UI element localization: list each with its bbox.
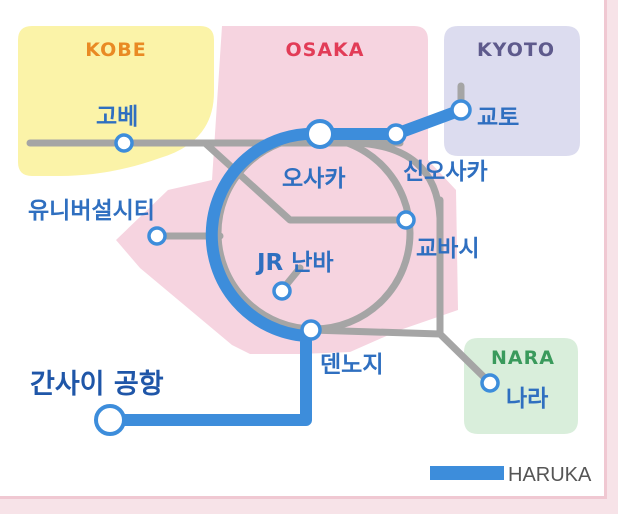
kobe-station-marker[interactable] — [114, 133, 134, 153]
shin-osaka-station-label: 신오사카 — [403, 159, 488, 185]
rail-route-map: KOBE OSAKA KYOTO NARA 고베 오사카 신오사카 교토 유니버… — [18, 26, 592, 486]
universal-city-station-marker[interactable] — [147, 226, 167, 246]
map-frame: KOBE OSAKA KYOTO NARA 고베 오사카 신오사카 교토 유니버… — [0, 0, 607, 499]
tennoji-connector — [307, 326, 444, 338]
jr-namba-station-marker[interactable] — [272, 281, 292, 301]
nara-region — [464, 338, 578, 434]
haruka-legend-swatch — [430, 466, 504, 480]
nara-station-marker[interactable] — [480, 373, 500, 393]
kansai-airport-station-marker[interactable] — [94, 404, 126, 436]
jr-namba-station-label: JR 난바 — [255, 250, 334, 276]
kyoto-station-label: 교토 — [477, 105, 519, 131]
osaka-region — [116, 26, 458, 354]
kobe-station-label: 고베 — [96, 104, 138, 130]
kyoto-region — [444, 26, 580, 156]
nara-region-label: NARA — [491, 347, 555, 369]
kyobashi-station-marker[interactable] — [396, 210, 416, 230]
osaka-station-marker[interactable] — [305, 119, 335, 149]
shin-osaka-station-marker[interactable] — [385, 123, 407, 145]
kyobashi-station-label: 교바시 — [416, 236, 479, 262]
haruka-line — [104, 104, 467, 426]
tennoji-station-label: 덴노지 — [320, 352, 383, 378]
kyoto-region-label: KYOTO — [477, 39, 555, 61]
kansai-airport-station-label: 간사이 공항 — [30, 369, 164, 400]
kobe-region — [18, 26, 214, 176]
haruka-legend-label: HARUKA — [508, 464, 592, 486]
osaka-station-label: 오사카 — [282, 166, 345, 192]
universal-city-station-label: 유니버설시티 — [28, 198, 155, 224]
kobe-region-label: KOBE — [85, 39, 146, 61]
kyoto-station-marker[interactable] — [450, 99, 472, 121]
tennoji-station-marker[interactable] — [300, 319, 322, 341]
osaka-region-label: OSAKA — [286, 39, 365, 61]
nara-station-label: 나라 — [506, 386, 548, 412]
